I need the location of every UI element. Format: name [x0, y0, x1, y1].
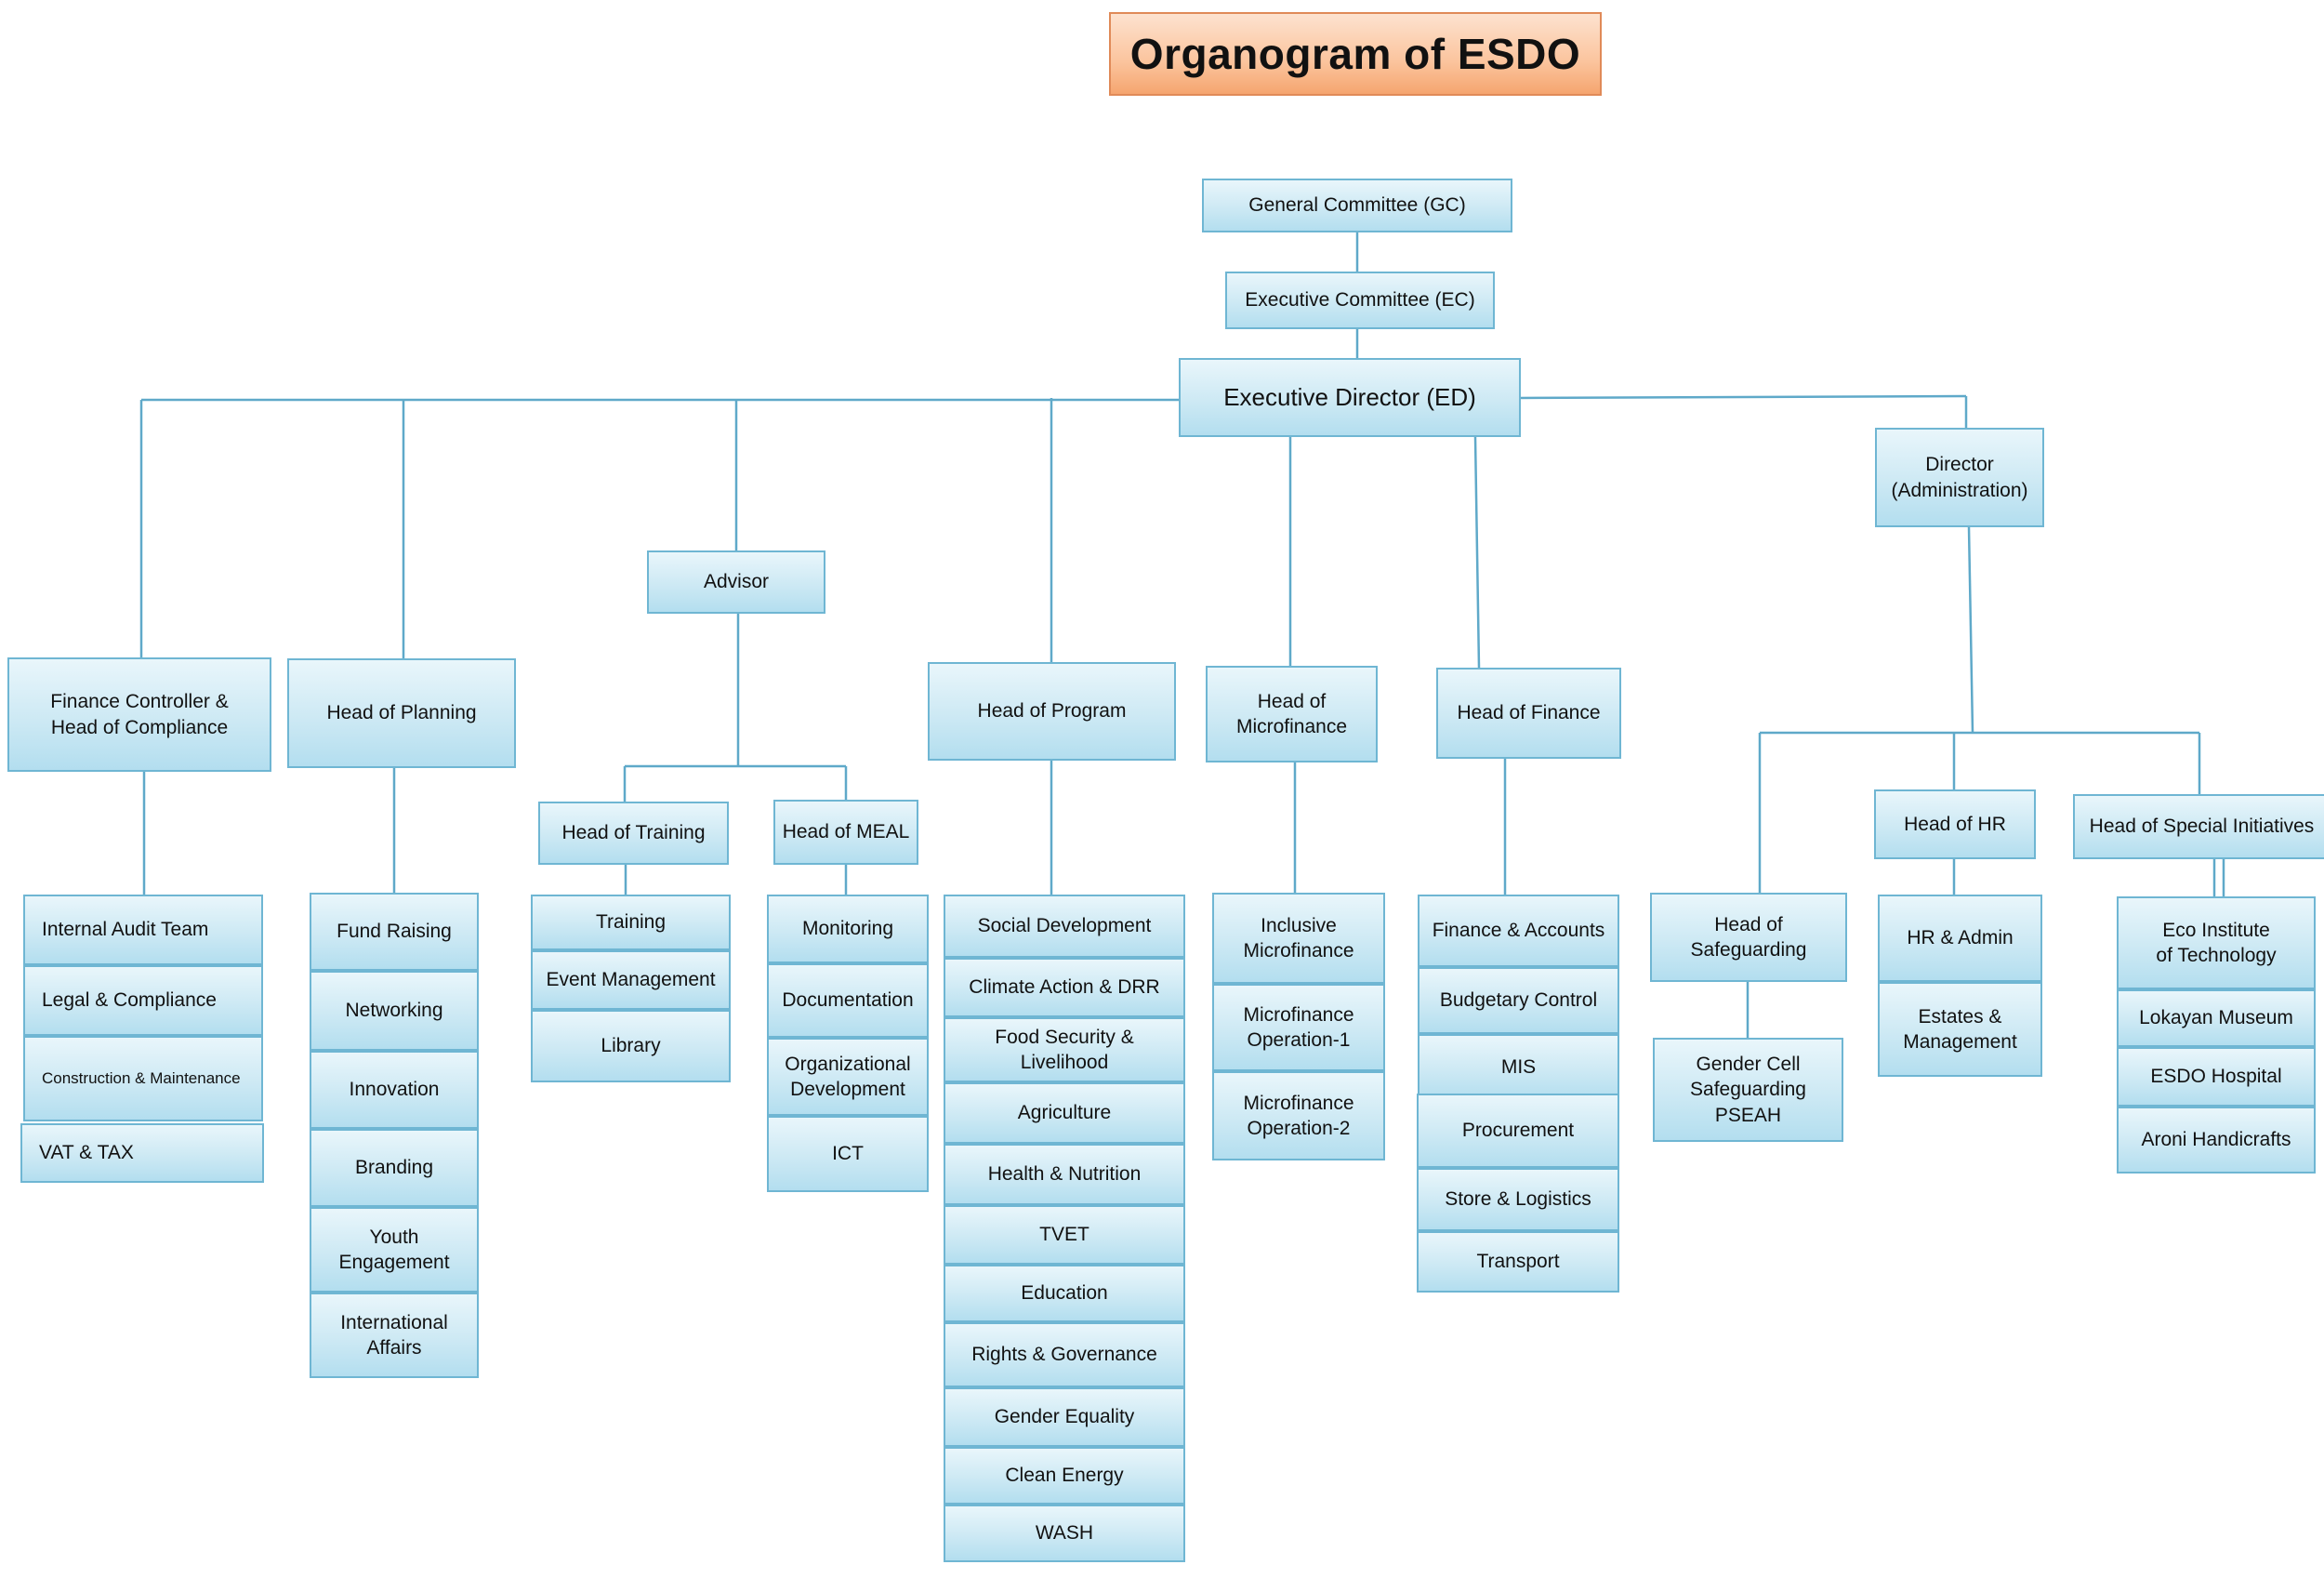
- unit-legal-compliance: Legal & Compliance: [23, 965, 263, 1036]
- unit-budgetary-control: Budgetary Control: [1418, 967, 1619, 1034]
- unit-esdo-hospital: ESDO Hospital: [2117, 1047, 2316, 1107]
- unit-agriculture: Agriculture: [944, 1082, 1185, 1144]
- unit-estates-management: Estates & Management: [1878, 982, 2042, 1077]
- finance-controller-node: Finance Controller & Head of Compliance: [7, 657, 271, 772]
- unit-documentation: Documentation: [767, 963, 929, 1038]
- head-of-special-initiatives-node: Head of Special Initiatives: [2073, 794, 2324, 859]
- unit-transport: Transport: [1417, 1231, 1619, 1293]
- unit-event-management: Event Management: [531, 950, 731, 1010]
- unit-health-nutrition: Health & Nutrition: [944, 1144, 1185, 1205]
- unit-education: Education: [944, 1265, 1185, 1322]
- unit-internal-audit-team: Internal Audit Team: [23, 895, 263, 965]
- unit-inclusive-microfinance: Inclusive Microfinance: [1212, 893, 1385, 984]
- executive-director-node: Executive Director (ED): [1179, 358, 1521, 437]
- unit-branding: Branding: [310, 1129, 479, 1207]
- unit-microfinance-operation-1: Microfinance Operation-1: [1212, 984, 1385, 1071]
- unit-clean-energy: Clean Energy: [944, 1447, 1185, 1505]
- head-of-meal-node: Head of MEAL: [773, 800, 918, 865]
- unit-monitoring: Monitoring: [767, 895, 929, 963]
- director-administration-node: Director (Administration): [1875, 428, 2044, 527]
- head-of-finance-node: Head of Finance: [1436, 668, 1621, 759]
- head-of-microfinance-node: Head of Microfinance: [1206, 666, 1378, 762]
- unit-training: Training: [531, 895, 731, 950]
- unit-procurement: Procurement: [1417, 1094, 1619, 1168]
- head-of-program-node: Head of Program: [928, 662, 1176, 761]
- unit-microfinance-operation-2: Microfinance Operation-2: [1212, 1071, 1385, 1160]
- executive-committee-node: Executive Committee (EC): [1225, 272, 1495, 329]
- unit-youth-engagement: Youth Engagement: [310, 1207, 479, 1293]
- unit-vat-tax: VAT & TAX: [20, 1123, 264, 1183]
- unit-organizational-development: Organizational Development: [767, 1038, 929, 1116]
- unit-ict: ICT: [767, 1116, 929, 1192]
- unit-tvet: TVET: [944, 1205, 1185, 1265]
- head-of-hr-node: Head of HR: [1874, 789, 2036, 859]
- unit-library: Library: [531, 1010, 731, 1082]
- advisor-node: Advisor: [647, 550, 825, 614]
- unit-food-security-livelihood: Food Security & Livelihood: [944, 1017, 1185, 1082]
- unit-aroni-handicrafts: Aroni Handicrafts: [2117, 1107, 2316, 1174]
- page-title: Organogram of ESDO: [1109, 12, 1602, 96]
- general-committee-node: General Committee (GC): [1202, 179, 1512, 232]
- unit-wash: WASH: [944, 1505, 1185, 1562]
- head-of-planning-node: Head of Planning: [287, 658, 516, 768]
- unit-international-affairs: International Affairs: [310, 1293, 479, 1378]
- unit-gender-equality: Gender Equality: [944, 1387, 1185, 1447]
- unit-lokayan-museum: Lokayan Museum: [2117, 989, 2316, 1047]
- unit-gender-cell-safeguarding-pseah: Gender Cell Safeguarding PSEAH: [1653, 1038, 1843, 1142]
- head-of-safeguarding-node: Head of Safeguarding: [1650, 893, 1847, 982]
- unit-finance-accounts: Finance & Accounts: [1418, 895, 1619, 967]
- unit-eco-institute-of-technology: Eco Institute of Technology: [2117, 896, 2316, 989]
- unit-social-development: Social Development: [944, 895, 1185, 958]
- unit-construction-maintenance: Construction & Maintenance: [23, 1036, 263, 1121]
- unit-mis: MIS: [1418, 1034, 1619, 1101]
- unit-rights-governance: Rights & Governance: [944, 1322, 1185, 1387]
- head-of-training-node: Head of Training: [538, 802, 729, 865]
- unit-innovation: Innovation: [310, 1051, 479, 1129]
- unit-fund-raising: Fund Raising: [310, 893, 479, 971]
- unit-networking: Networking: [310, 971, 479, 1051]
- unit-climate-action-drr: Climate Action & DRR: [944, 958, 1185, 1017]
- unit-hr-admin: HR & Admin: [1878, 895, 2042, 982]
- unit-store-logistics: Store & Logistics: [1417, 1168, 1619, 1231]
